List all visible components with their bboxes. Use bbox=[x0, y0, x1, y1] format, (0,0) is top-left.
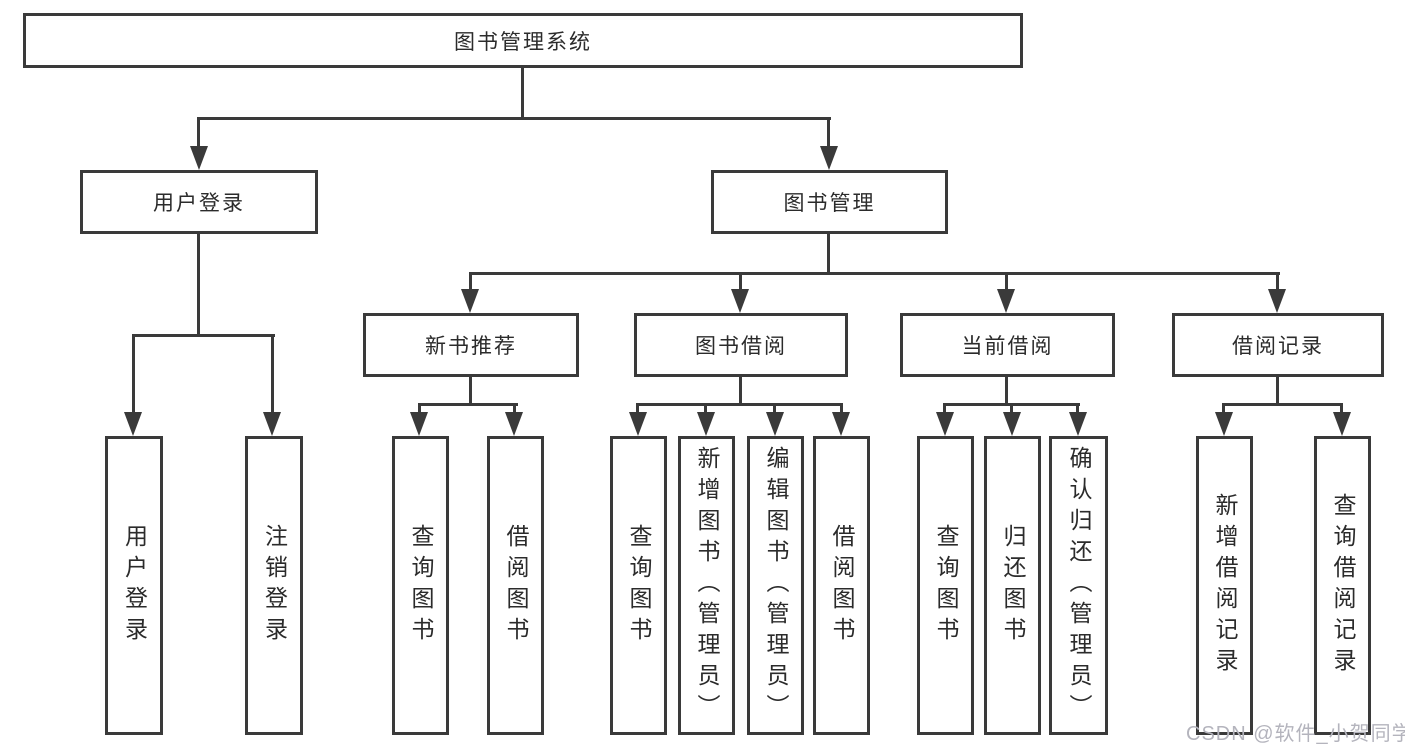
arrowhead-down-icon bbox=[461, 289, 479, 313]
arrowhead-down-icon bbox=[1215, 412, 1233, 436]
connector-vline bbox=[513, 403, 516, 417]
leaf-logout-label: 注销登录 bbox=[261, 523, 288, 648]
node-current-borrow-label: 当前借阅 bbox=[961, 335, 1054, 358]
arrowhead-down-icon bbox=[820, 146, 838, 170]
connector-vline bbox=[636, 403, 639, 417]
arrowhead-down-icon bbox=[936, 412, 954, 436]
connector-hline bbox=[132, 334, 275, 337]
connector-vline bbox=[469, 272, 472, 293]
node-book-borrow: 图书借阅 bbox=[634, 313, 848, 377]
arrowhead-down-icon bbox=[1003, 412, 1021, 436]
connector-vline bbox=[1276, 272, 1279, 293]
leaf-borrow-books-borrow-label: 借阅图书 bbox=[829, 523, 855, 648]
connector-vline bbox=[739, 272, 742, 293]
arrowhead-down-icon bbox=[697, 412, 715, 436]
arrowhead-down-icon bbox=[190, 146, 208, 170]
connector-vline bbox=[1222, 403, 1225, 417]
arrowhead-down-icon bbox=[766, 412, 784, 436]
node-book-borrow-label: 图书借阅 bbox=[695, 335, 787, 358]
connector-vline bbox=[827, 231, 830, 275]
leaf-borrow-books-recommend: 借阅图书 bbox=[487, 436, 544, 735]
arrowhead-down-icon bbox=[731, 289, 749, 313]
connector-hline bbox=[197, 117, 831, 120]
node-book-management: 图书管理 bbox=[711, 170, 948, 234]
connector-vline bbox=[943, 403, 946, 417]
leaf-confirm-return-admin-label: 确认归还（管理员） bbox=[1066, 446, 1092, 725]
connector-vline bbox=[1005, 375, 1008, 406]
connector-vline bbox=[827, 117, 830, 153]
leaf-borrow-books-borrow: 借阅图书 bbox=[813, 436, 870, 735]
node-new-book-recommend: 新书推荐 bbox=[363, 313, 579, 377]
leaf-query-books-borrow-label: 查询图书 bbox=[626, 523, 652, 648]
leaf-edit-book-admin-label: 编辑图书（管理员） bbox=[763, 446, 789, 725]
connector-hline bbox=[418, 403, 518, 406]
node-borrow-records: 借阅记录 bbox=[1172, 313, 1384, 377]
connector-vline bbox=[1340, 403, 1343, 417]
arrowhead-down-icon bbox=[629, 412, 647, 436]
leaf-return-book-label: 归还图书 bbox=[1000, 523, 1026, 648]
connector-vline bbox=[773, 403, 776, 417]
csdn-watermark: CSDN @软件_小贺同学 bbox=[1186, 723, 1405, 745]
arrowhead-down-icon bbox=[1069, 412, 1087, 436]
connector-vline bbox=[197, 231, 200, 337]
leaf-edit-book-admin: 编辑图书（管理员） bbox=[747, 436, 804, 735]
node-user-login: 用户登录 bbox=[80, 170, 318, 234]
connector-hline bbox=[1222, 403, 1343, 406]
leaf-query-books-borrow: 查询图书 bbox=[610, 436, 667, 735]
connector-hline bbox=[469, 272, 1280, 275]
arrowhead-down-icon bbox=[505, 412, 523, 436]
connector-vline bbox=[1010, 403, 1013, 417]
leaf-query-books-current: 查询图书 bbox=[917, 436, 974, 735]
connector-vline bbox=[521, 66, 524, 119]
leaf-add-book-admin-label: 新增图书（管理员） bbox=[694, 446, 720, 725]
node-current-borrow: 当前借阅 bbox=[900, 313, 1115, 377]
connector-vline bbox=[132, 334, 135, 418]
leaf-query-books-current-label: 查询图书 bbox=[933, 523, 959, 648]
connector-hline bbox=[636, 403, 843, 406]
leaf-add-book-admin: 新增图书（管理员） bbox=[678, 436, 735, 735]
node-user-login-label: 用户登录 bbox=[153, 192, 245, 215]
arrowhead-down-icon bbox=[410, 412, 428, 436]
leaf-logout: 注销登录 bbox=[245, 436, 303, 735]
connector-vline bbox=[469, 375, 472, 406]
arrowhead-down-icon bbox=[1333, 412, 1351, 436]
connector-vline bbox=[418, 403, 421, 417]
leaf-borrow-books-recommend-label: 借阅图书 bbox=[503, 523, 529, 648]
leaf-query-borrow-record-label: 查询借阅记录 bbox=[1330, 492, 1356, 679]
arrowhead-down-icon bbox=[832, 412, 850, 436]
root-node: 图书管理系统 bbox=[23, 13, 1023, 68]
root-node-label: 图书管理系统 bbox=[454, 30, 592, 54]
connector-vline bbox=[840, 403, 843, 417]
arrowhead-down-icon bbox=[1268, 289, 1286, 313]
leaf-return-book: 归还图书 bbox=[984, 436, 1041, 735]
leaf-query-borrow-record: 查询借阅记录 bbox=[1314, 436, 1371, 735]
connector-vline bbox=[704, 403, 707, 417]
connector-vline bbox=[1076, 403, 1079, 417]
leaf-add-borrow-record: 新增借阅记录 bbox=[1196, 436, 1253, 735]
connector-vline bbox=[739, 375, 742, 406]
arrowhead-down-icon bbox=[997, 289, 1015, 313]
leaf-confirm-return-admin: 确认归还（管理员） bbox=[1049, 436, 1108, 735]
connector-vline bbox=[271, 334, 274, 418]
arrowhead-down-icon bbox=[263, 412, 281, 436]
connector-vline bbox=[1005, 272, 1008, 293]
connector-vline bbox=[1276, 375, 1279, 406]
connector-vline bbox=[197, 117, 200, 153]
arrowhead-down-icon bbox=[124, 412, 142, 436]
node-book-management-label: 图书管理 bbox=[783, 192, 876, 215]
leaf-add-borrow-record-label: 新增借阅记录 bbox=[1212, 492, 1238, 679]
node-borrow-records-label: 借阅记录 bbox=[1232, 335, 1324, 358]
leaf-query-books-recommend-label: 查询图书 bbox=[408, 523, 434, 648]
leaf-user-login: 用户登录 bbox=[105, 436, 163, 735]
leaf-user-login-label: 用户登录 bbox=[121, 523, 148, 648]
node-new-book-recommend-label: 新书推荐 bbox=[425, 335, 517, 358]
leaf-query-books-recommend: 查询图书 bbox=[392, 436, 449, 735]
